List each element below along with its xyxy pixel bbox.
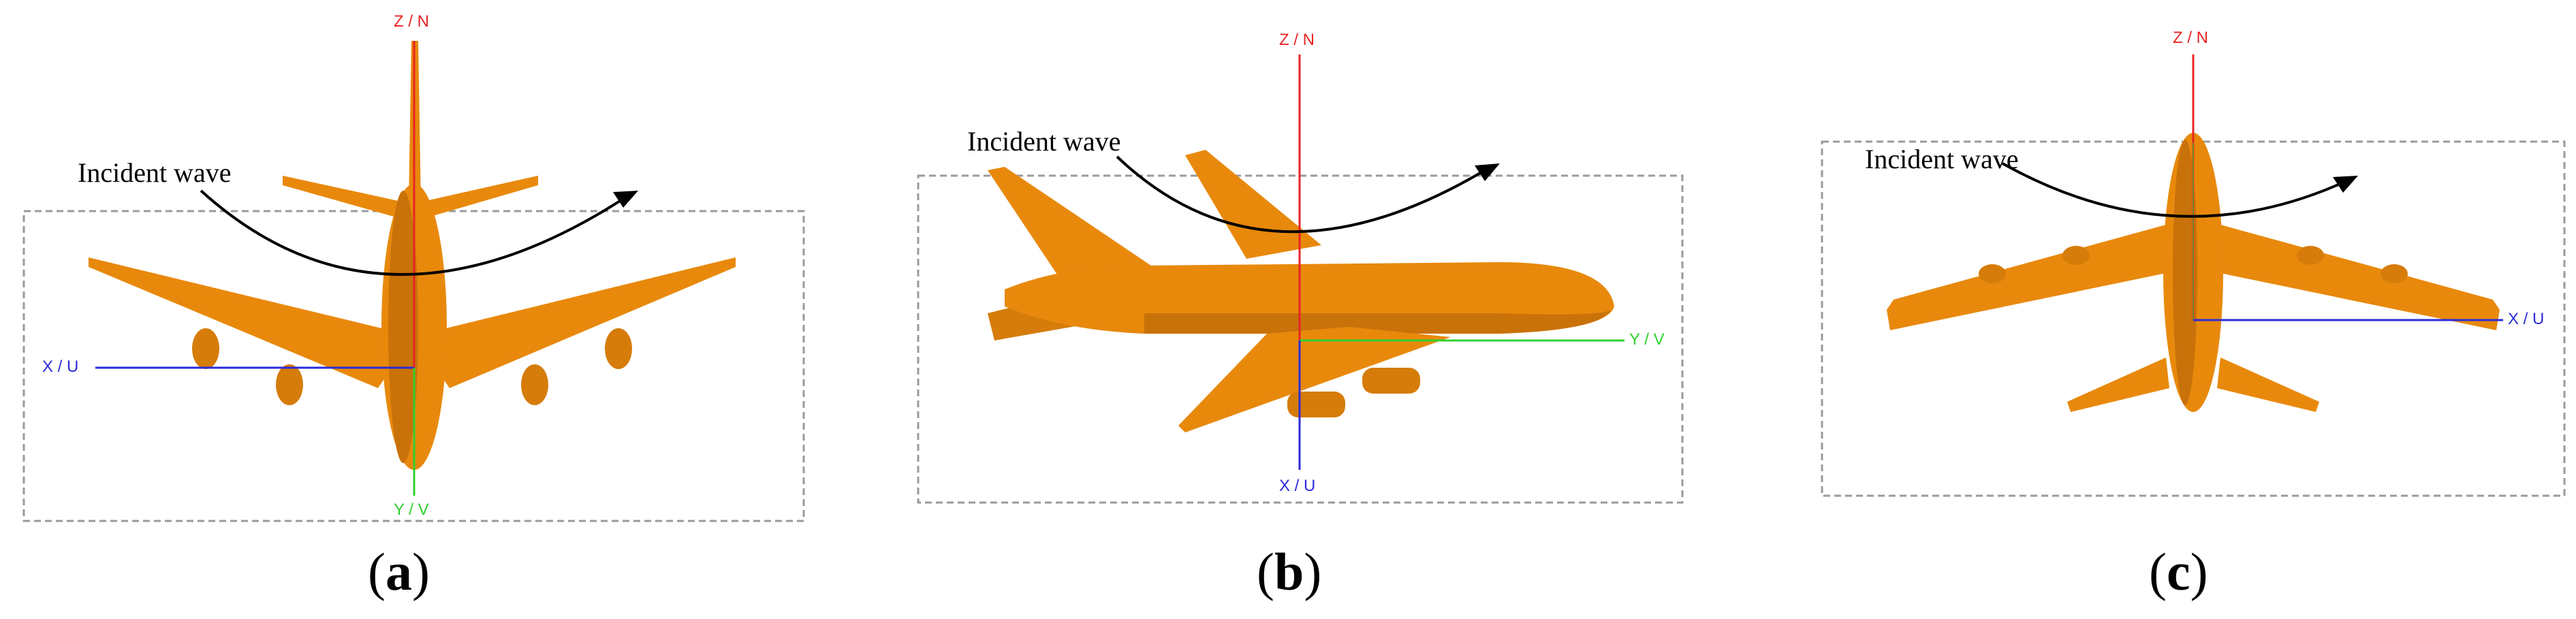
engine (521, 364, 548, 405)
arrowhead (1475, 163, 1500, 181)
incident-wave-arrow (2002, 162, 2344, 218)
engine (2381, 264, 2408, 283)
axis-x-label: X / U (1279, 477, 1316, 495)
engine (605, 328, 632, 369)
panel-b: Z / N Y / V X / U Incident wave (b) (885, 0, 1723, 619)
engine (192, 328, 219, 369)
far-wing (1185, 150, 1321, 259)
engine (276, 364, 303, 405)
axis-x-label: X / U (2508, 310, 2545, 328)
right-wing (443, 257, 736, 388)
incident-wave-arrow (1116, 155, 1486, 234)
caption-a: (a) (368, 542, 430, 601)
fuselage-shade (1144, 310, 1611, 334)
axis-y-label: Y / V (1629, 330, 1665, 349)
tail-fin (988, 167, 1151, 283)
caption-c: (c) (2149, 542, 2208, 601)
fuselage-shade (2173, 140, 2197, 405)
left-stabilizer (283, 176, 398, 218)
panel-b-figure (917, 54, 1684, 504)
engine (2062, 246, 2090, 265)
engine (1287, 392, 1345, 417)
caption-b: (b) (1257, 542, 1322, 601)
arrowhead (2333, 176, 2358, 193)
right-wing (2217, 225, 2500, 330)
right-stabilizer (2217, 358, 2319, 412)
incident-wave-label: Incident wave (967, 126, 1121, 157)
axis-x-label: X / U (42, 358, 79, 376)
fuselage-shade (388, 191, 418, 463)
engine (2297, 246, 2324, 265)
axis-z-label: Z / N (394, 12, 429, 31)
near-wing (1178, 327, 1451, 432)
left-stabilizer (2067, 358, 2169, 412)
right-stabilizer (426, 176, 538, 218)
arrowhead (613, 191, 638, 208)
axis-z-label: Z / N (1279, 31, 1315, 49)
panel-a-figure (22, 41, 805, 522)
axis-y-label: Y / V (394, 501, 429, 519)
incident-wave-label: Incident wave (78, 157, 232, 188)
engine (1362, 368, 1420, 394)
panel-c-figure (1821, 54, 2566, 497)
panel-a: Z / N X / U Y / V Incident wave (a) (0, 0, 838, 619)
incident-wave-label: Incident wave (1865, 144, 2019, 174)
engine (1979, 264, 2006, 283)
left-wing (89, 257, 385, 388)
left-wing (1887, 225, 2169, 330)
axis-z-label: Z / N (2173, 29, 2208, 47)
panel-c: Z / N X / U Incident wave (c) (1785, 0, 2576, 619)
incident-wave-arrow (200, 189, 625, 276)
